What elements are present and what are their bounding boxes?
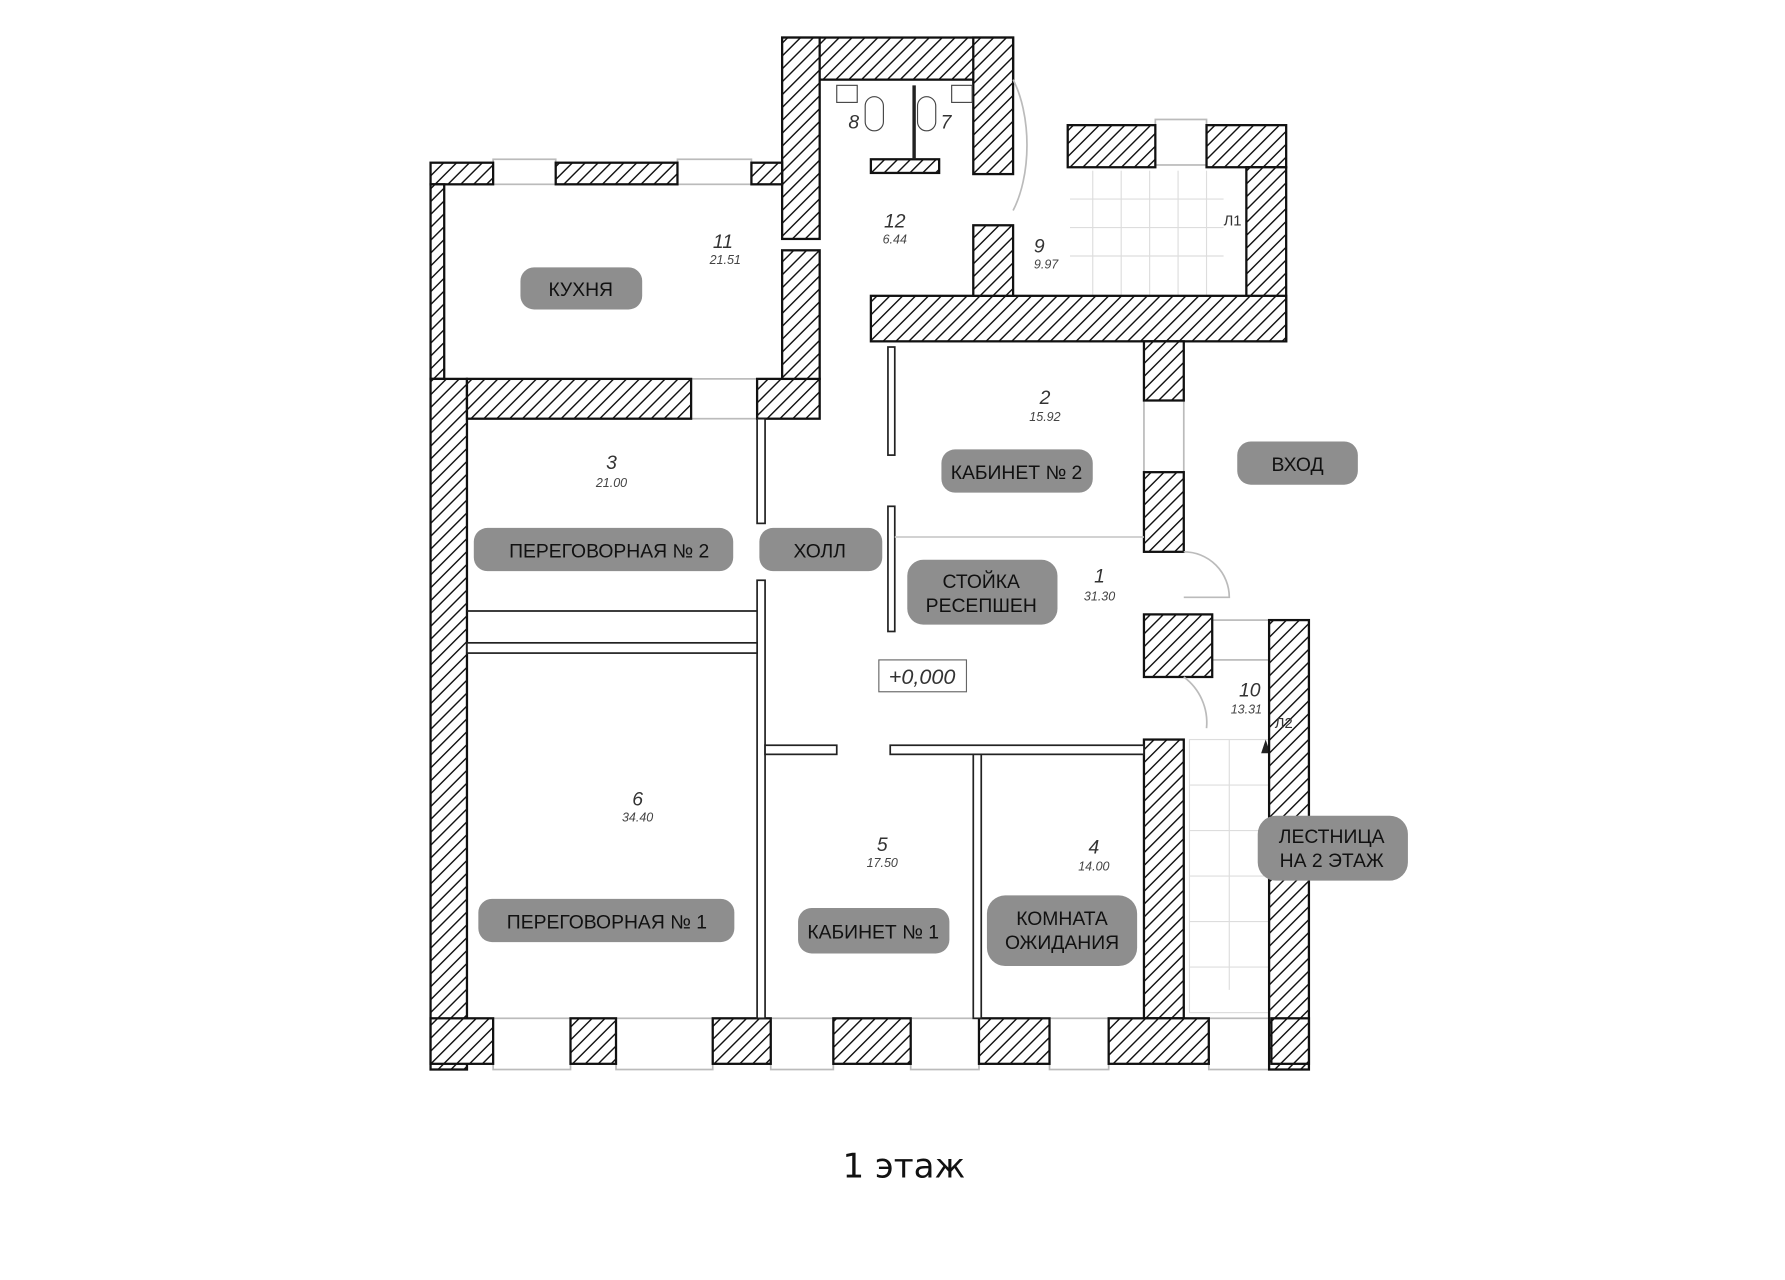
label-meeting-1: ПЕРЕГОВОРНАЯ № 1 [478, 898, 735, 943]
svg-text:ЛЕСТНИЦА: ЛЕСТНИЦА [1279, 826, 1385, 848]
svg-text:РЕСЕПШЕН: РЕСЕПШЕН [926, 595, 1037, 617]
staircase-upper [1069, 170, 1224, 296]
floor-title: 1 этаж [842, 1147, 965, 1187]
level-mark: +0,000 [878, 659, 968, 693]
room-number: 10 [1239, 679, 1261, 701]
room-number: 6 [632, 789, 643, 811]
svg-text:КАБИНЕТ № 2: КАБИНЕТ № 2 [951, 462, 1083, 484]
svg-text:ХОЛЛ: ХОЛЛ [793, 541, 845, 563]
svg-text:ОЖИДАНИЯ: ОЖИДАНИЯ [1005, 932, 1119, 954]
room-area: 21.00 [595, 476, 627, 490]
svg-text:ПЕРЕГОВОРНАЯ № 2: ПЕРЕГОВОРНАЯ № 2 [509, 541, 709, 563]
room-number: 5 [877, 834, 888, 856]
room-area: 15.92 [1029, 410, 1060, 424]
room-number: 11 [713, 231, 733, 253]
label-hall: ХОЛЛ [759, 527, 883, 572]
room-number: 4 [1089, 836, 1100, 858]
room-number: 3 [606, 452, 617, 474]
svg-text:НА 2 ЭТАЖ: НА 2 ЭТАЖ [1280, 850, 1384, 872]
room-number: 7 [941, 112, 953, 134]
room-area: 6.44 [883, 232, 907, 246]
label-entrance: ВХОД [1237, 441, 1358, 485]
room-number: 9 [1034, 236, 1045, 258]
room-number: 2 [1039, 387, 1051, 409]
stair-mark-l2: Л2 [1275, 716, 1293, 732]
svg-text:ПЕРЕГОВОРНАЯ № 1: ПЕРЕГОВОРНАЯ № 1 [507, 911, 707, 933]
room-numbers: 1 31.30 2 15.92 3 21.00 4 14.00 5 17.50 … [595, 112, 1293, 874]
label-office-1: КАБИНЕТ № 1 [798, 907, 950, 954]
svg-text:ВХОД: ВХОД [1272, 454, 1324, 476]
svg-text:КАБИНЕТ № 1: КАБИНЕТ № 1 [807, 922, 939, 944]
svg-text:СТОЙКА: СТОЙКА [943, 569, 1020, 593]
stair-mark-l1: Л1 [1224, 213, 1242, 229]
windows [492, 118, 1273, 1071]
level-mark-text: +0,000 [889, 664, 956, 689]
label-meeting-2: ПЕРЕГОВОРНАЯ № 2 [473, 527, 734, 572]
label-office-2: КАБИНЕТ № 2 [941, 449, 1093, 493]
room-area: 34.40 [622, 810, 653, 824]
svg-text:КОМНАТА: КОМНАТА [1016, 908, 1108, 930]
partitions [466, 79, 1231, 1020]
room-number: 8 [848, 112, 859, 134]
room-area: 13.31 [1231, 702, 1262, 716]
room-area: 21.51 [709, 253, 741, 267]
room-labels: КУХНЯ КАБИНЕТ № 2 ВХОД ПЕРЕГОВОРНАЯ № 2 … [473, 267, 1408, 966]
room-area: 31.30 [1084, 590, 1115, 604]
toilet-fixtures [836, 84, 973, 132]
room-area: 17.50 [867, 856, 898, 870]
room-area: 9.97 [1034, 258, 1059, 272]
svg-text:КУХНЯ: КУХНЯ [548, 279, 613, 301]
room-number: 12 [884, 211, 906, 233]
label-kitchen: КУХНЯ [520, 267, 643, 310]
staircase-lower [1188, 738, 1271, 1014]
room-area: 14.00 [1078, 859, 1109, 873]
room-number: 1 [1094, 566, 1105, 588]
